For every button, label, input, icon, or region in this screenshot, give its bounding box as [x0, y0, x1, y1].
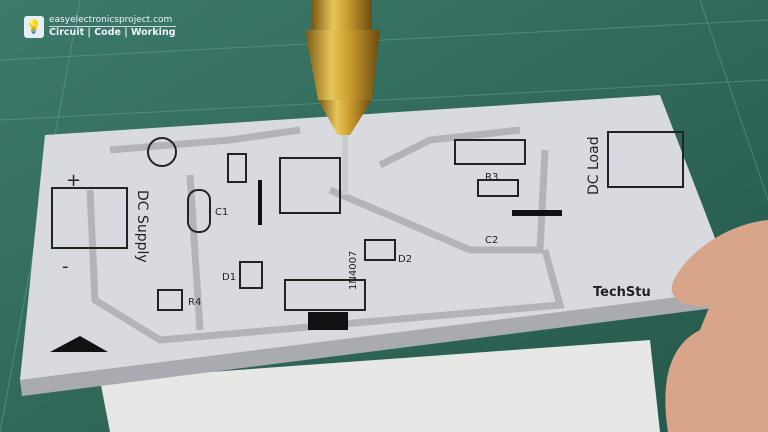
- label-dc-supply: DC Supply: [134, 190, 150, 263]
- label-minus: -: [62, 256, 69, 277]
- watermark-tagline: Circuit | Code | Working: [49, 26, 176, 38]
- pcb-edge: [20, 290, 738, 396]
- label-brand: TechStu: [593, 285, 651, 300]
- silkscreen-arrow: [50, 336, 108, 352]
- bulb-logo-icon: 💡: [24, 16, 44, 38]
- jumper-wire: [258, 180, 262, 225]
- hand: [665, 220, 768, 432]
- copper-traces: [86, 126, 565, 344]
- label-d2: D2: [398, 254, 412, 265]
- watermark: 💡 easyelectronicsproject.com Circuit | C…: [24, 15, 176, 39]
- label-1n4007: 1N4007: [348, 251, 359, 290]
- watermark-site: easyelectronicsproject.com: [49, 15, 173, 25]
- pcb-text: DC Supply DC Load TechStu R4 D1 C1 C2 D2…: [62, 136, 651, 308]
- label-plus: +: [66, 170, 81, 191]
- silkscreen-fill: [308, 312, 348, 330]
- support-box: [100, 340, 660, 432]
- label-dc-load: DC Load: [586, 136, 602, 195]
- label-c1: C1: [215, 207, 228, 218]
- label-r4: R4: [188, 297, 201, 308]
- drill-tool: [305, 0, 380, 195]
- silkscreen: [51, 131, 684, 311]
- label-c2: C2: [485, 235, 498, 246]
- label-r3: R3: [485, 172, 498, 183]
- jumper-wire: [512, 210, 562, 216]
- label-d1: D1: [222, 272, 236, 283]
